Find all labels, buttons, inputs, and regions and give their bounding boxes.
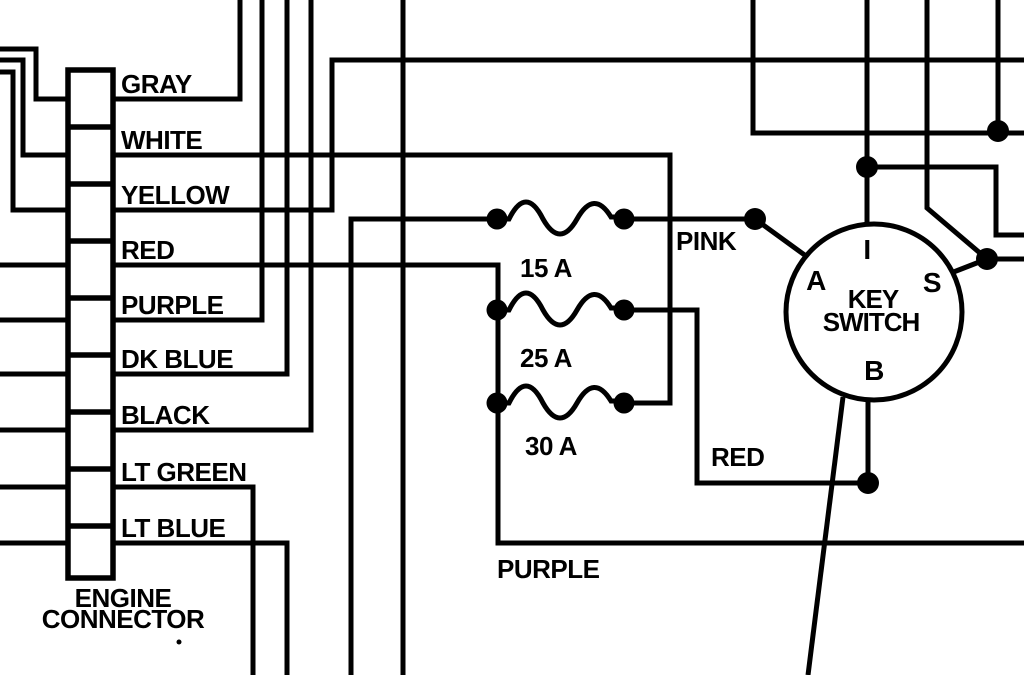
wire-white-to-30a-fuse <box>113 152 673 406</box>
wire-15a-feed <box>348 216 497 675</box>
key-switch: I A S B KEY SWITCH <box>783 221 965 403</box>
wire-gray-stub <box>0 46 68 102</box>
connector-body <box>65 67 116 581</box>
wire-yellow <box>113 57 1024 213</box>
key-switch-terminal-b: B <box>864 355 884 386</box>
wire-label-red: RED <box>711 442 764 472</box>
junction-dot-pink <box>744 208 766 230</box>
wire-i-junction-stub <box>867 164 1024 238</box>
wire-ltgreen <box>113 484 256 675</box>
junction-dot-terminal-i <box>856 156 878 178</box>
junction-dot-30a-right <box>613 392 635 414</box>
pin-label-gray: GRAY <box>121 69 192 99</box>
wire-label-pink: PINK <box>676 226 737 256</box>
junction-dot-15a-right <box>613 208 635 230</box>
key-switch-name-line1: KEY <box>848 284 899 314</box>
key-switch-terminal-a: A <box>806 265 826 296</box>
fuse-25a-label: 25 A <box>520 343 573 373</box>
junction-dot-top-right <box>987 120 1009 142</box>
junction-dot-15a-left <box>486 208 508 230</box>
key-switch-terminal-s: S <box>923 267 941 298</box>
pin-label-ltgreen: LT GREEN <box>121 457 247 487</box>
scan-speck <box>176 639 182 645</box>
junction-dot-25a-right <box>613 299 635 321</box>
pin-label-ltblue: LT BLUE <box>121 513 225 543</box>
fuse-30a-label: 30 A <box>525 431 578 461</box>
wire-top-horizontal <box>750 0 1024 136</box>
wire-ltblue <box>113 540 290 675</box>
wire-25a-output-red <box>624 307 868 486</box>
fuse-30a-element <box>497 383 624 421</box>
wire-terminal-s-feed <box>924 0 989 261</box>
fuse-25a-element <box>497 290 624 328</box>
engine-connector: GRAY WHITE YELLOW RED PURPLE DK BLUE BLA… <box>42 67 247 634</box>
pin-label-white: WHITE <box>121 125 202 155</box>
wire-terminal-b-diagonal <box>805 396 846 675</box>
wire-black <box>113 0 314 433</box>
key-switch-circle <box>783 221 965 403</box>
wire-white-stub <box>0 57 68 158</box>
fuse-15a-element <box>497 199 624 237</box>
junction-dot-25a-left <box>486 299 508 321</box>
key-switch-terminal-i: I <box>863 234 870 265</box>
wire-yellow-stub <box>0 69 68 213</box>
connector-caption-line2: CONNECTOR <box>42 604 205 634</box>
pin-label-purple: PURPLE <box>121 290 224 320</box>
fuses <box>497 199 624 421</box>
junction-dot-30a-left <box>486 392 508 414</box>
wire-dkblue <box>113 0 290 377</box>
wire-purple <box>113 0 265 323</box>
connector-caption-line1: ENGINE <box>75 583 172 613</box>
pin-label-red: RED <box>121 235 174 265</box>
junction-dot-terminal-s <box>976 248 998 270</box>
key-switch-name-line2: SWITCH <box>823 307 920 337</box>
pin-label-black: BLACK <box>121 400 210 430</box>
junction-dot-terminal-b <box>857 472 879 494</box>
pin-label-yellow: YELLOW <box>121 180 230 210</box>
pin-label-dkblue: DK BLUE <box>121 344 233 374</box>
fuse-15a-label: 15 A <box>520 253 573 283</box>
wire-label-purple: PURPLE <box>497 554 600 584</box>
wire-gray <box>113 0 243 102</box>
junction-dots <box>486 120 1009 494</box>
connector-pin-dividers <box>68 124 113 529</box>
